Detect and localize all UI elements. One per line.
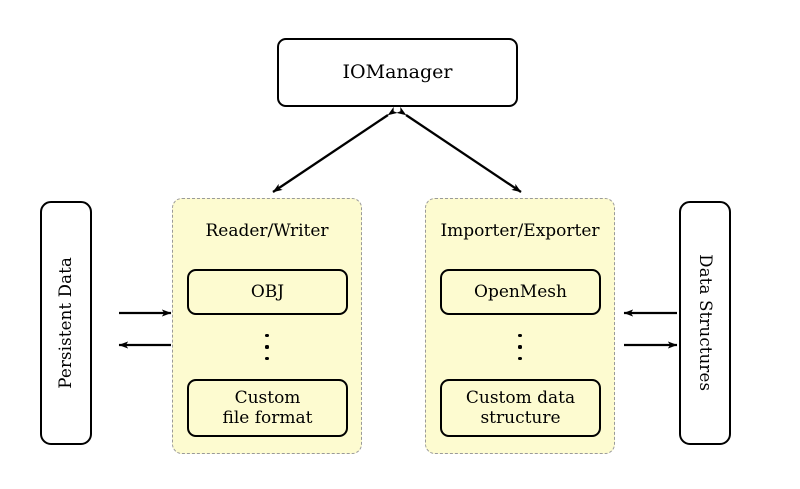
ellipsis-importer-exporter <box>510 334 530 360</box>
group-reader-writer-title: Reader/Writer <box>205 221 329 241</box>
io-manager-label: IOManager <box>342 61 453 84</box>
arrow-manager-reader-writer <box>272 106 398 193</box>
node-io-manager[interactable]: IOManager <box>277 38 518 107</box>
openmesh-label: OpenMesh <box>474 281 567 302</box>
custom-file-format-label-line2: file format <box>222 408 313 428</box>
node-persistent-data[interactable]: Persistent Data <box>40 201 92 445</box>
node-custom-data-structure[interactable]: Custom data structure <box>440 379 601 437</box>
ellipsis-reader-writer <box>257 334 277 360</box>
arrow-manager-importer-exporter <box>396 106 522 193</box>
custom-data-structure-label-line2: structure <box>480 408 561 428</box>
custom-file-format-label-line1: Custom <box>234 387 301 408</box>
persistent-data-label: Persistent Data <box>56 257 76 389</box>
node-obj[interactable]: OBJ <box>187 269 348 315</box>
node-openmesh[interactable]: OpenMesh <box>440 269 601 315</box>
data-structures-label: Data Structures <box>695 254 715 392</box>
obj-label: OBJ <box>250 281 285 302</box>
node-custom-file-format[interactable]: Custom file format <box>187 379 348 437</box>
node-data-structures[interactable]: Data Structures <box>679 201 731 445</box>
custom-data-structure-label-line1: Custom data <box>465 387 576 408</box>
group-importer-exporter-title: Importer/Exporter <box>440 221 600 241</box>
